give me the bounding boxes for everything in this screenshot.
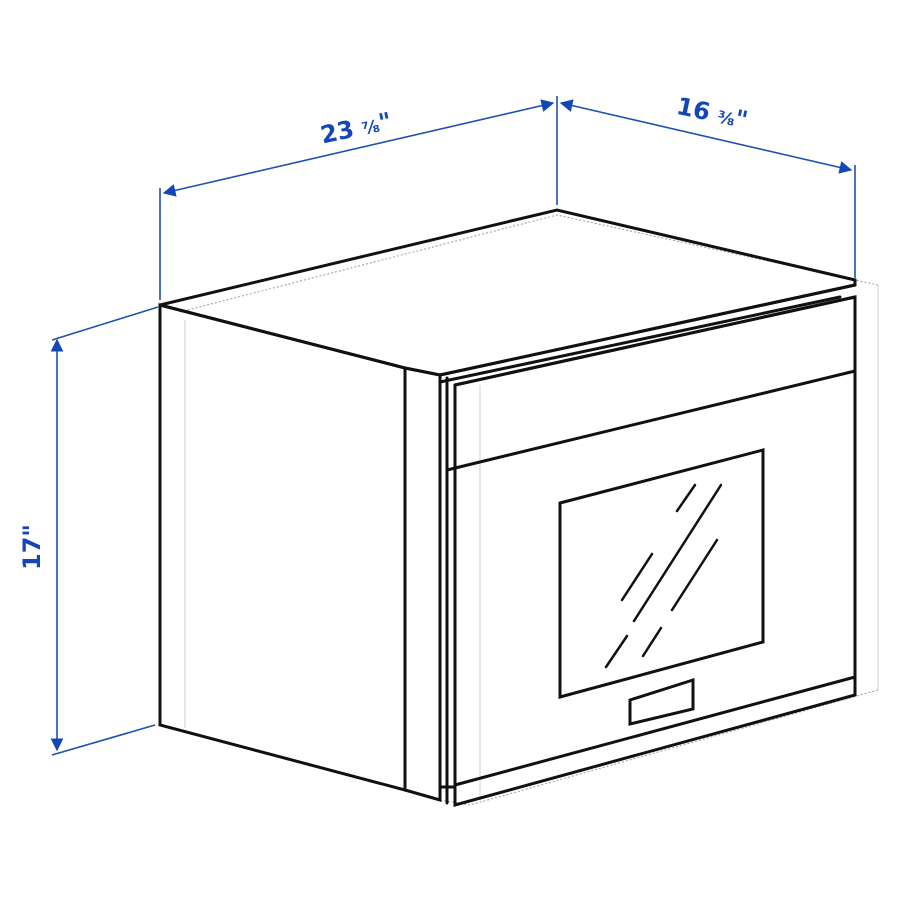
height-value: 17 [18, 536, 46, 570]
width-arrow [162, 99, 555, 197]
front-frame-strip [403, 366, 442, 802]
oven-window [558, 448, 765, 699]
oven-body [158, 208, 857, 807]
height-unit: " [18, 524, 46, 537]
height-extension-bottom [51, 724, 156, 756]
window-frame [558, 448, 765, 699]
bottom-trim [453, 675, 857, 787]
height-label: 17" [18, 524, 46, 570]
height-dimension-line [50, 306, 159, 756]
depth-arrow [559, 99, 853, 174]
depth-dimension-line [559, 99, 856, 278]
top-face [159, 208, 857, 377]
control-panel-divider [445, 369, 857, 472]
glass-reflection-icon [604, 483, 723, 669]
side-face [158, 303, 407, 792]
height-extension-top [51, 306, 159, 341]
oven-handle [628, 677, 695, 726]
width-dimension-line [159, 96, 558, 300]
front-panel [453, 295, 857, 807]
